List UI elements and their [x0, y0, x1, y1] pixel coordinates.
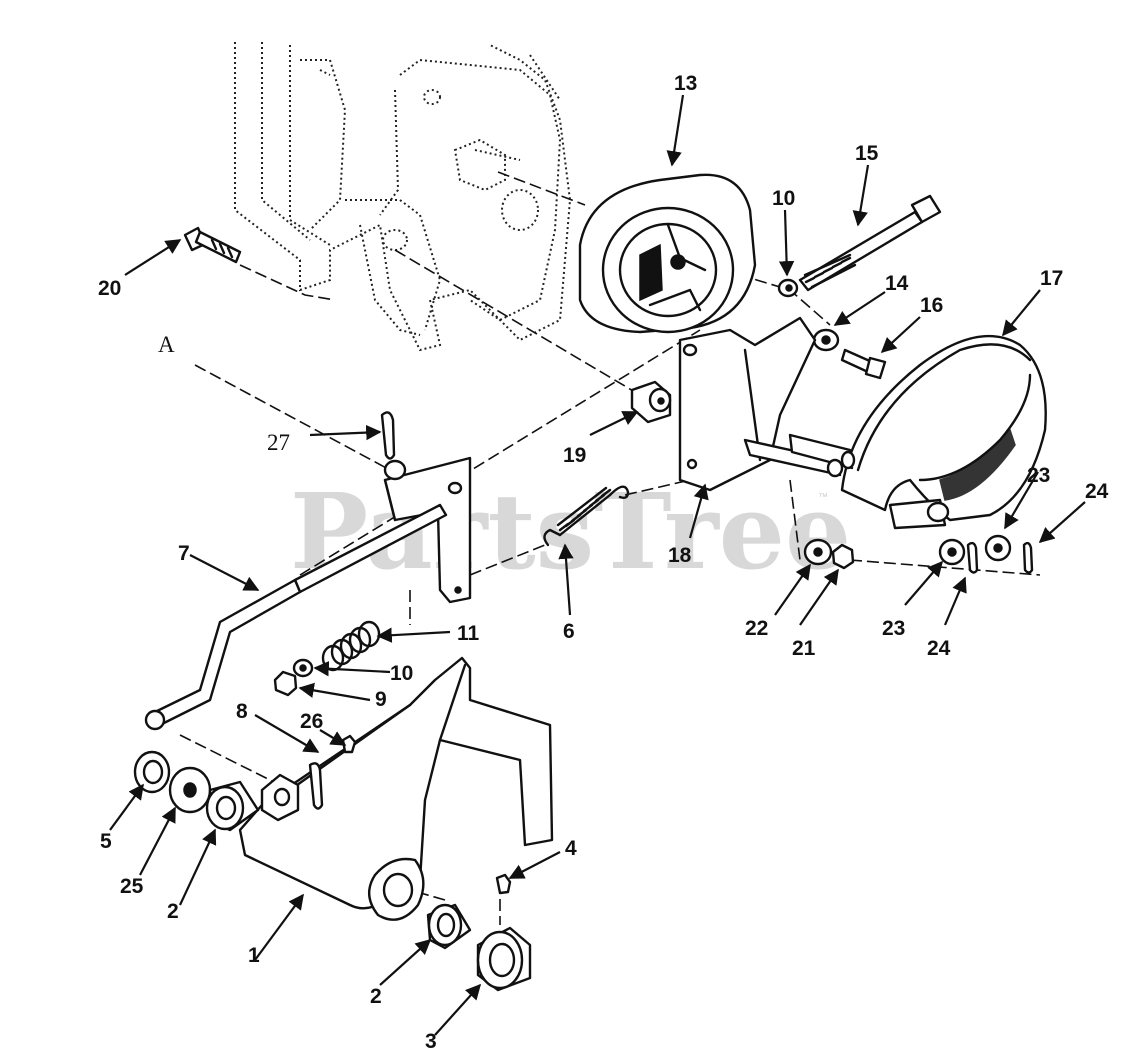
- long-bolt: [798, 194, 942, 292]
- hex-nut-lower: [273, 670, 298, 697]
- hex-nut-21: [831, 543, 855, 570]
- brake-band: [840, 334, 1047, 530]
- cotter-pin-upper: [380, 411, 396, 460]
- view-label: A: [158, 332, 175, 357]
- brake-rod: [144, 503, 448, 731]
- callout-15: 15: [855, 142, 879, 165]
- callout-17: 17: [1040, 267, 1063, 290]
- mounting-bracket: [678, 316, 856, 492]
- callout-10-upper: 10: [772, 187, 795, 210]
- callout-9: 9: [375, 688, 387, 711]
- bushing-upper: [205, 780, 260, 832]
- flange-bushing-left: [133, 750, 171, 794]
- callout-2-lower: 2: [370, 985, 382, 1008]
- grease-fitting-lower: [495, 873, 512, 895]
- callout-19: 19: [563, 444, 586, 467]
- washer-22-hole: [813, 547, 823, 557]
- extension-spring: [543, 485, 630, 547]
- callout-25: 25: [120, 875, 144, 898]
- cotter-pin-24-right: [1022, 541, 1034, 574]
- brake-pedal: [238, 656, 554, 921]
- callout-3: 3: [425, 1030, 437, 1053]
- callout-26: 26: [300, 710, 323, 733]
- callout-labels: 13 10 15 14 16 17 20 27 19 18 6 7 11 10 …: [98, 72, 1109, 1053]
- callout-arrows: [109, 94, 1086, 1036]
- watermark: PartsTree ™: [290, 470, 851, 593]
- callout-14: 14: [885, 272, 909, 295]
- washer-23-right-hole: [993, 543, 1003, 553]
- callout-11: 11: [457, 622, 480, 645]
- callout-6: 6: [563, 620, 575, 643]
- callout-18: 18: [668, 544, 692, 567]
- cotter-pin-lower: [308, 762, 324, 810]
- callout-8: 8: [236, 700, 248, 723]
- callout-24-right: 24: [1085, 480, 1109, 503]
- watermark-trademark: ™: [818, 492, 828, 503]
- callout-22: 22: [745, 617, 768, 640]
- callout-16: 16: [920, 294, 943, 317]
- callout-7: 7: [178, 542, 190, 565]
- callout-4: 4: [565, 837, 577, 860]
- bushing-lower: [426, 903, 472, 950]
- watermark-text: PartsTree: [290, 470, 851, 593]
- callout-23-left: 23: [882, 617, 905, 640]
- engine-frame-outline: [234, 42, 572, 352]
- spacer: [630, 380, 672, 424]
- callout-21: 21: [792, 637, 816, 660]
- locking-collar: [476, 926, 532, 992]
- compression-spring: [321, 620, 381, 672]
- cotter-pin-24-left: [966, 541, 979, 574]
- callout-20: 20: [98, 277, 121, 300]
- brake-lever-bracket: [383, 456, 472, 604]
- callout-27: 27: [267, 430, 290, 455]
- callout-13: 13: [674, 72, 697, 95]
- callout-10-lower: 10: [390, 662, 413, 685]
- washer-lower-hole: [299, 664, 307, 672]
- callout-24-left: 24: [927, 637, 951, 660]
- callout-23-right: 23: [1027, 464, 1050, 487]
- washer-upper-hole: [785, 284, 793, 292]
- washer-23-left-hole: [947, 547, 957, 557]
- alignment-leaders: [179, 171, 1041, 925]
- thrust-washer: [168, 766, 212, 814]
- mounting-bolt: [183, 226, 242, 264]
- flat-washer-hole: [821, 335, 831, 345]
- callout-1: 1: [248, 944, 260, 967]
- pulley: [578, 173, 757, 334]
- callout-2-upper: 2: [167, 900, 179, 923]
- short-bolt: [840, 348, 887, 380]
- callout-5: 5: [100, 830, 112, 853]
